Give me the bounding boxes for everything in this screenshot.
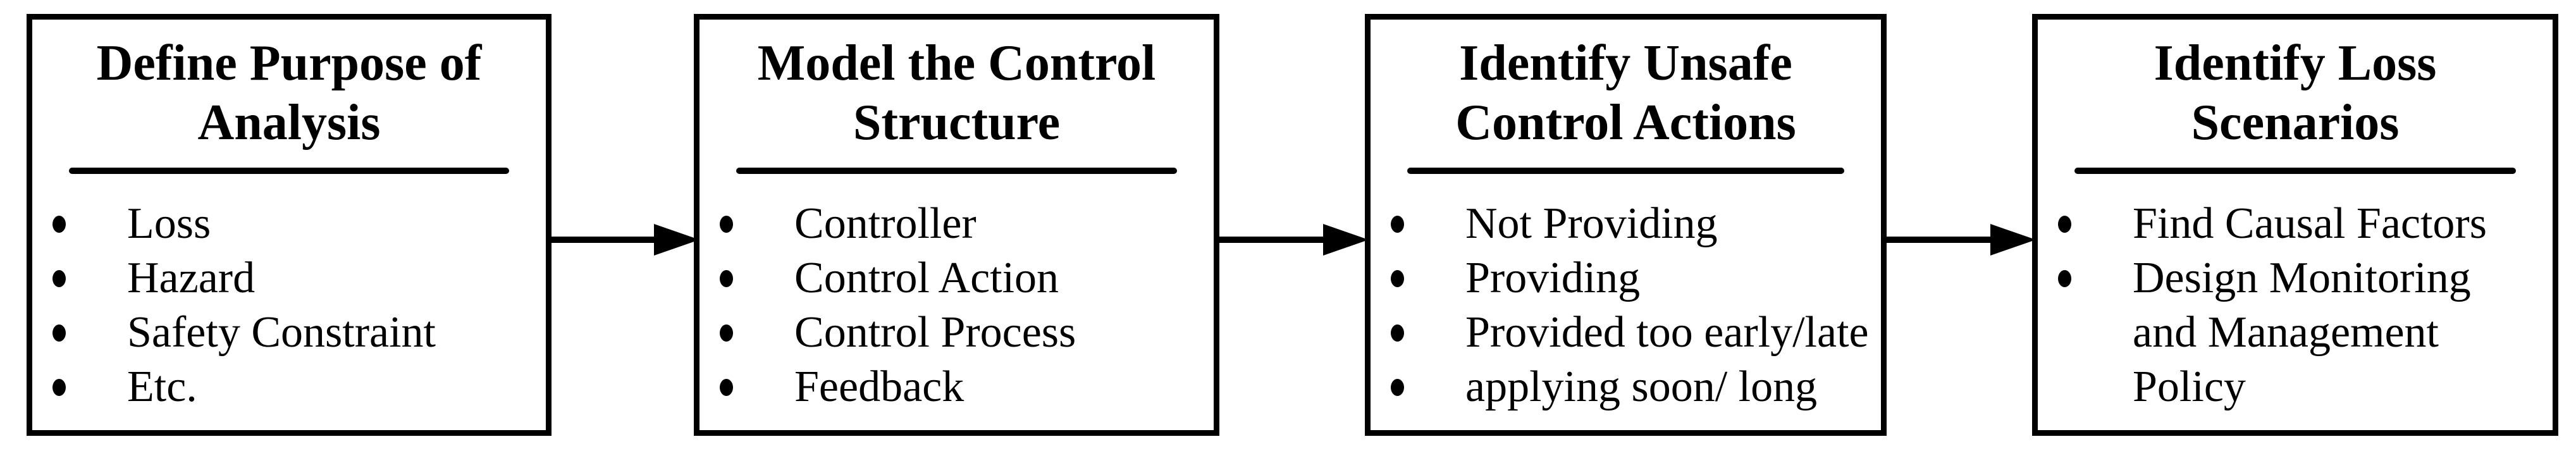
item-text: Not Providing <box>1465 199 1718 248</box>
title-underline <box>736 168 1177 174</box>
item-text: Control Action <box>794 254 1059 302</box>
bullet-list: Loss Hazard Safety Constraint Etc. <box>32 197 546 414</box>
step-title: Model the Control Structure <box>757 35 1156 151</box>
bullet-icon <box>1391 379 1404 396</box>
bullet-icon <box>720 216 733 233</box>
flow-arrow-2 <box>1217 224 1369 256</box>
item-text: Controller <box>794 199 977 248</box>
bullet-icon <box>1391 324 1404 342</box>
bullet-list: Not Providing Providing Provided too ear… <box>1371 197 1881 414</box>
bullet-icon <box>52 379 66 396</box>
arrow-shaft <box>1217 237 1343 243</box>
flow-arrow-1 <box>549 224 699 256</box>
step-title: Define Purpose of Analysis <box>96 35 482 151</box>
arrowhead-icon <box>654 224 699 256</box>
title-underline <box>2074 168 2516 174</box>
list-item: Not Providing <box>1371 197 1881 251</box>
list-item: Control Action <box>699 251 1214 306</box>
arrowhead-icon <box>1990 224 2036 256</box>
step-title: Identify Loss Scenarios <box>2154 35 2437 151</box>
item-text: Find Causal Factors <box>2133 199 2487 248</box>
list-item: Providing <box>1371 251 1881 306</box>
title-underline <box>1407 168 1844 174</box>
item-text: Feedback <box>794 362 964 411</box>
bullet-icon <box>720 324 733 342</box>
bullet-icon <box>52 216 66 233</box>
step-box-identify-unsafe-control-actions: Identify Unsafe Control Actions Not Prov… <box>1365 14 1887 436</box>
bullet-list: Controller Control Action Control Proces… <box>699 197 1214 414</box>
list-item: Provided too early/late <box>1371 306 1881 360</box>
arrow-shaft <box>1884 237 2011 243</box>
bullet-icon <box>52 270 66 287</box>
item-text: Design Monitoring and Management Policy <box>2133 254 2471 411</box>
step-title: Identify Unsafe Control Actions <box>1455 35 1796 151</box>
list-item: Design Monitoring and Management Policy <box>2038 251 2553 414</box>
list-item: Safety Constraint <box>32 306 546 360</box>
list-item: Feedback <box>699 360 1214 414</box>
item-text: Safety Constraint <box>127 308 436 357</box>
bullet-icon <box>720 379 733 396</box>
bullet-icon <box>1391 216 1404 233</box>
list-item: Control Process <box>699 306 1214 360</box>
list-item: Find Causal Factors <box>2038 197 2553 251</box>
list-item: Controller <box>699 197 1214 251</box>
list-item: Etc. <box>32 360 546 414</box>
item-text: Loss <box>127 199 211 248</box>
step-box-model-control-structure: Model the Control Structure Controller C… <box>694 14 1219 436</box>
arrow-shaft <box>549 237 674 243</box>
list-item: Loss <box>32 197 546 251</box>
step-box-define-purpose: Define Purpose of Analysis Loss Hazard S… <box>27 14 552 436</box>
item-text: applying soon/ long <box>1465 362 1818 411</box>
bullet-icon <box>2058 270 2071 287</box>
bullet-icon <box>52 324 66 342</box>
bullet-list: Find Causal Factors Design Monitoring an… <box>2038 197 2553 414</box>
list-item: Hazard <box>32 251 546 306</box>
item-text: Etc. <box>127 362 197 411</box>
list-item: applying soon/ long <box>1371 360 1881 414</box>
title-underline <box>69 168 509 174</box>
item-text: Control Process <box>794 308 1076 357</box>
step-box-identify-loss-scenarios: Identify Loss Scenarios Find Causal Fact… <box>2032 14 2558 436</box>
flow-arrow-3 <box>1884 224 2036 256</box>
bullet-icon <box>720 270 733 287</box>
item-text: Hazard <box>127 254 256 302</box>
bullet-icon <box>1391 270 1404 287</box>
arrowhead-icon <box>1323 224 1369 256</box>
bullet-icon <box>2058 216 2071 233</box>
item-text: Providing <box>1465 254 1641 302</box>
item-text: Provided too early/late <box>1465 308 1869 357</box>
